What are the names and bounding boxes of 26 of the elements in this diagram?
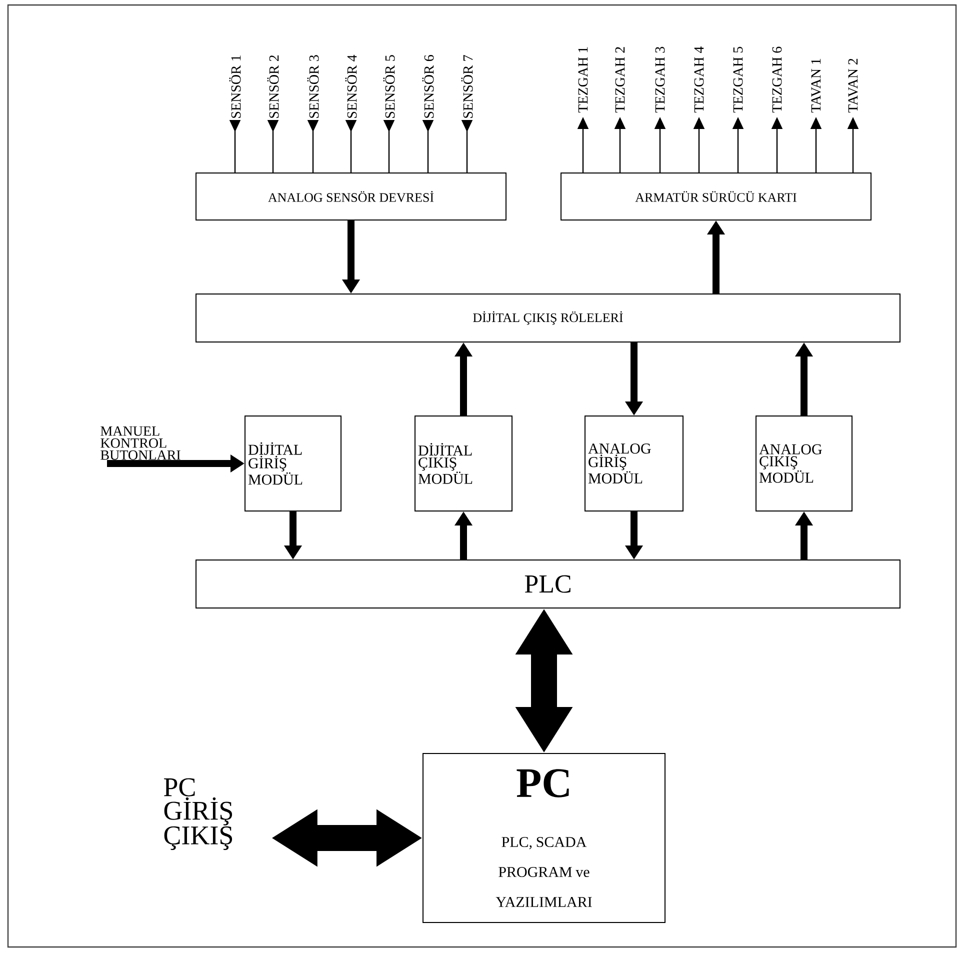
sensor-label: SENSÖR 3 (307, 55, 319, 118)
output-label: TEZGAH 6 (772, 46, 782, 113)
output-label: TAVAN 2 (848, 58, 858, 113)
sensor-label: SENSÖR 4 (345, 54, 357, 118)
module-box: DİJİTAL ÇIKIŞ MODÜL (414, 416, 512, 512)
output-label: TEZGAH 1 (578, 47, 588, 113)
plc-box: PLC (196, 560, 901, 608)
sensor-label: SENSÖR 5 (383, 55, 395, 118)
circuit-box: ANALOG SENSÖR DEVRESİ (196, 172, 506, 220)
sensor-label: SENSÖR 6 (422, 55, 434, 118)
module-box: ANALOG GİRİŞ MODÜL (584, 416, 684, 512)
relay-box: DİJİTAL ÇIKIŞ RÖLELERİ (196, 294, 901, 342)
output-label: TAVAN 1 (811, 58, 821, 113)
sensor-label: SENSÖR 2 (267, 55, 279, 118)
circuit-box: ARMATÜR SÜRÜCÜ KARTI (560, 172, 872, 220)
sensor-label: SENSÖR 7 (461, 55, 473, 118)
output-label: TEZGAH 4 (694, 46, 704, 113)
module-box: ANALOG ÇIKIŞ MODÜL (756, 416, 853, 512)
output-label: TEZGAH 2 (615, 47, 625, 113)
pc-io-label: PC GİRİŞ ÇIKIŞ (164, 778, 232, 850)
manual-buttons-label: MANUEL KONTROL BUTONLARI (100, 426, 180, 460)
module-box: DİJİTAL GİRİŞ MODÜL (244, 416, 342, 512)
output-label: TEZGAH 3 (655, 46, 665, 113)
sensor-label: SENSÖR 1 (229, 55, 241, 118)
pc-box: PC PLC, SCADA PROGRAM ve YAZILIMLARI (422, 753, 666, 923)
output-label: TEZGAH 5 (733, 46, 743, 113)
